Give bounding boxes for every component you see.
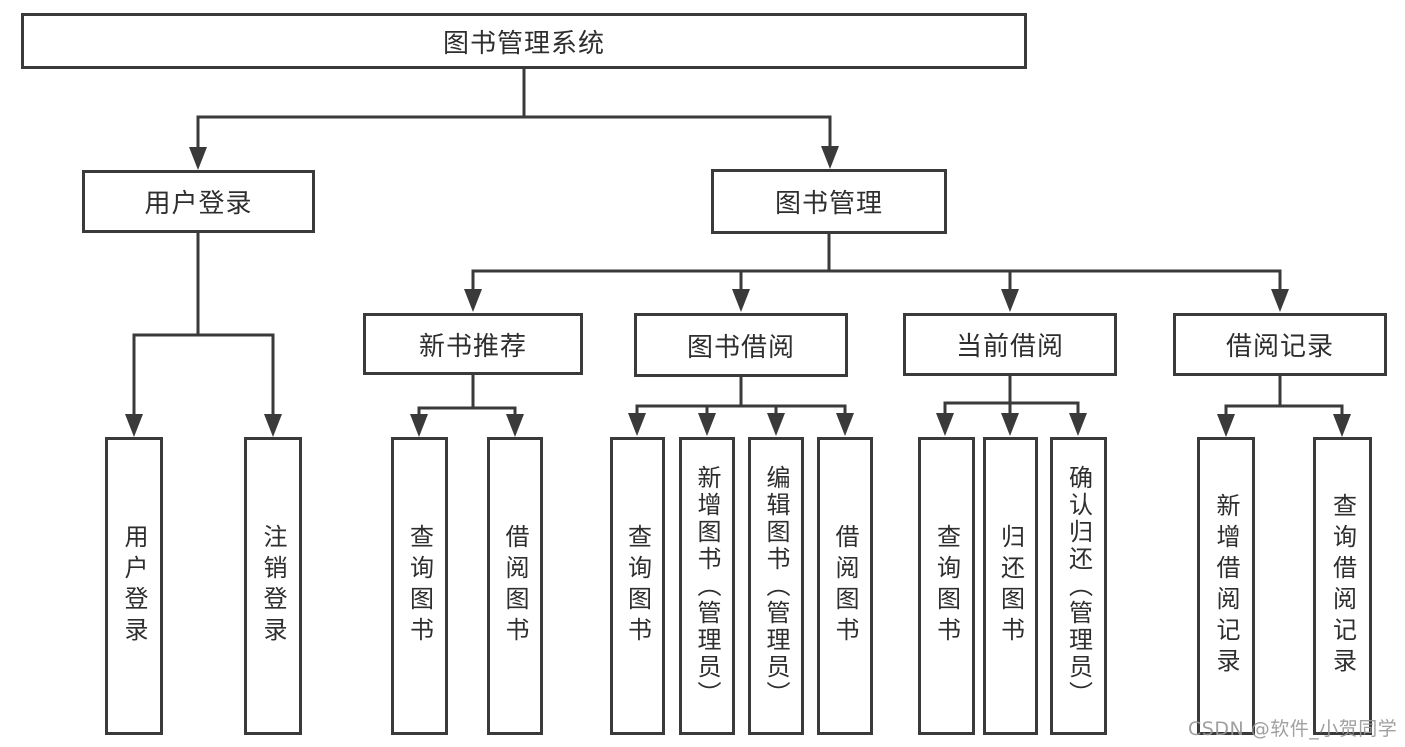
node-current-borrowing: 当前借阅 (903, 313, 1117, 376)
leaf-cb-confirm-return-admin: 确认归还（管理员） (1050, 437, 1107, 735)
node-new-book-recommend: 新书推荐 (363, 313, 583, 375)
leaf-bb-borrow-books: 借阅图书 (817, 437, 873, 735)
leaf-bb-edit-books-admin: 编辑图书（管理员） (748, 437, 804, 735)
node-book-borrowing: 图书借阅 (634, 313, 848, 377)
leaf-nbr-query-books: 查询图书 (391, 437, 448, 735)
leaf-nbr-borrow-books: 借阅图书 (487, 437, 543, 735)
leaf-br-query-record: 查询借阅记录 (1313, 437, 1372, 735)
node-borrow-records: 借阅记录 (1173, 313, 1387, 376)
node-book-management: 图书管理 (711, 169, 947, 234)
leaf-user-login: 用户登录 (105, 437, 163, 735)
leaf-br-add-record: 新增借阅记录 (1197, 437, 1255, 735)
node-user-login: 用户登录 (82, 170, 315, 233)
leaf-bb-query-books: 查询图书 (610, 437, 665, 735)
csdn-watermark: CSDN @软件_小贺同学 (1188, 718, 1398, 740)
leaf-bb-add-books-admin: 新增图书（管理员） (679, 437, 735, 735)
node-library-management-system: 图书管理系统 (21, 13, 1027, 69)
leaf-logout: 注销登录 (244, 437, 302, 735)
leaf-cb-query-books: 查询图书 (918, 437, 975, 735)
leaf-cb-return-books: 归还图书 (983, 437, 1038, 735)
